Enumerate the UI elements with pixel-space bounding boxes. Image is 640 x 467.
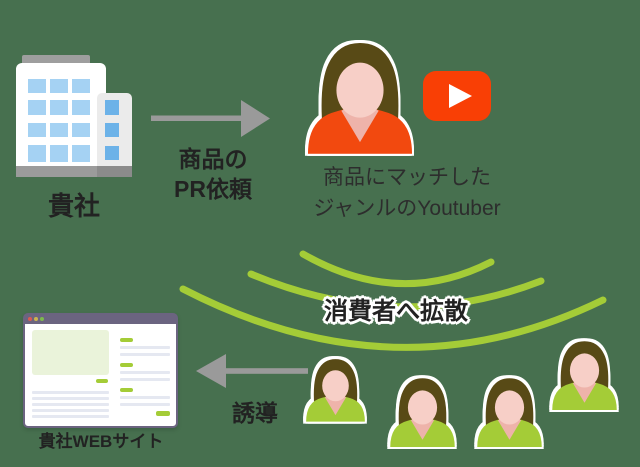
traffic-light-red-icon: [28, 317, 32, 321]
browser-window-icon: [23, 313, 178, 428]
female-consumer-avatar-icon: [476, 374, 543, 447]
text-line: [32, 403, 109, 406]
text-line: [120, 353, 170, 356]
female-consumer-avatar-icon: [389, 374, 456, 447]
button-pill: [96, 379, 108, 383]
text-line: [120, 396, 170, 399]
arrow-right-icon: [151, 100, 270, 137]
company-label: 貴社: [47, 191, 100, 221]
list-pill: [120, 363, 133, 367]
female-youtuber-avatar-icon: [306, 36, 414, 154]
broadcast-label: 消費者へ拡散: [324, 298, 468, 325]
list-pill: [120, 388, 133, 392]
office-building-icon: [16, 55, 132, 177]
cta-button-pill: [156, 411, 170, 416]
text-line: [32, 415, 109, 418]
text-line: [120, 371, 170, 374]
female-consumer-avatar-icon: [551, 337, 618, 410]
pr-request-line2: PR依頼: [174, 176, 252, 202]
pr-request-line1: 商品の: [178, 146, 248, 172]
traffic-light-green-icon: [40, 317, 44, 321]
text-line: [120, 403, 170, 406]
youtuber-caption-line1: 商品にマッチした: [323, 166, 491, 189]
pr-request-label: 商品の PR依頼: [152, 144, 274, 204]
youtuber-caption: 商品にマッチした ジャンルのYoutuber: [283, 162, 531, 224]
arrow-left-icon: [196, 354, 308, 388]
youtuber-caption-line2: ジャンルのYoutuber: [313, 197, 501, 220]
browser-titlebar: [24, 314, 177, 324]
induction-label: 誘導: [232, 400, 278, 426]
hero-image-placeholder: [32, 330, 109, 375]
text-line: [120, 378, 170, 381]
website-label: 貴社WEBサイト: [38, 432, 164, 451]
text-line: [120, 346, 170, 349]
traffic-light-yellow-icon: [34, 317, 38, 321]
youtube-play-icon: [423, 71, 491, 121]
text-line: [32, 397, 109, 400]
text-line: [32, 409, 109, 412]
female-consumer-avatar-icon: [305, 355, 366, 422]
text-line: [32, 391, 109, 394]
list-pill: [120, 338, 133, 342]
